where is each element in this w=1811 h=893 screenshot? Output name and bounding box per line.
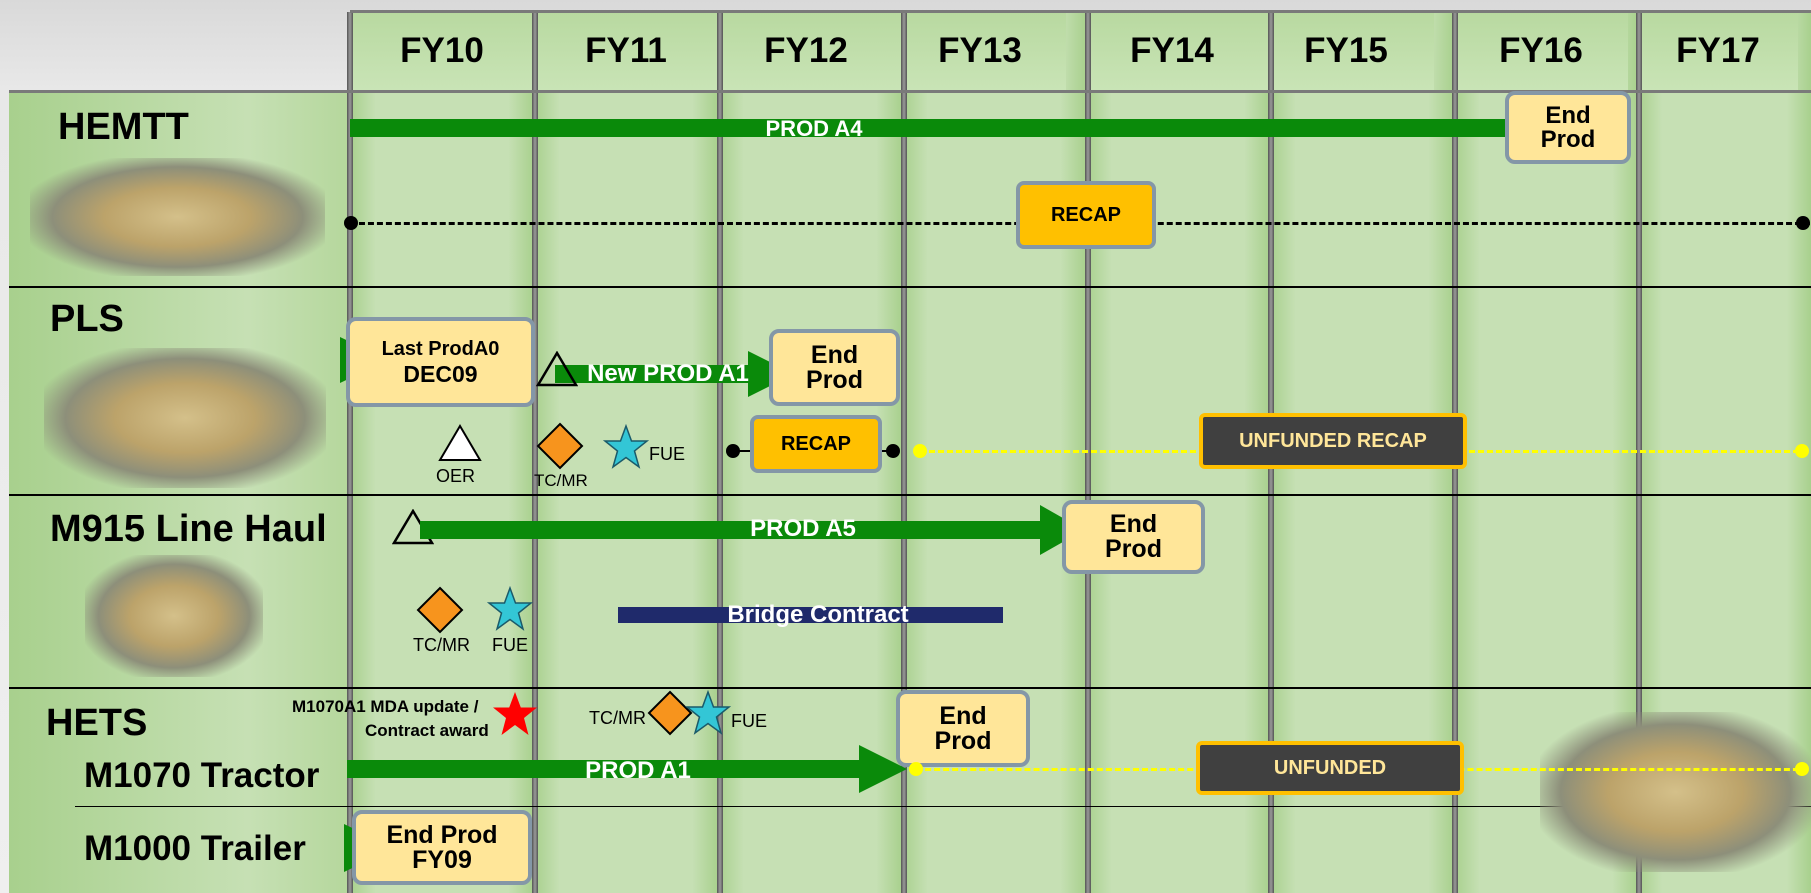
pls-new-prod-bar [555,365,750,383]
fue-star-icon [486,586,534,631]
tcmr-diamond-icon [416,586,464,634]
last-box-line: Last ProdA0 [381,337,500,360]
hets-unfunded-box: UNFUNDED [1196,741,1464,795]
hets-prod-label: PROD A1 [585,757,691,784]
fue-star-icon [684,690,732,735]
hets-vehicle-image [1540,712,1811,872]
year-header: FY12 [718,12,894,90]
mda-award-star-icon [493,692,537,735]
end-box-line: Prod [1105,535,1162,563]
last-box-line: DEC09 [403,360,478,387]
row-separator [9,286,1811,288]
pls-vehicle-image [44,348,326,488]
year-header: FY11 [534,12,718,90]
hets-tcmr-label: TC/MR [589,708,646,728]
grid-line [347,12,353,893]
oer-triangle-icon [438,424,482,461]
grid-line [901,12,907,893]
hets-label: HETS [46,702,148,744]
year-header: FY10 [350,12,534,90]
hets-unfunded-end-dot [1795,762,1809,776]
pls-last-prod-box: Last ProdA0 DEC09 [346,317,535,407]
end-box-line: End [810,340,859,369]
grid-line [717,12,723,893]
row-separator [9,494,1811,496]
m915-tcmr-label: TC/MR [413,635,470,655]
end-box-line: End [1545,101,1591,129]
m915-fue-label: FUE [492,635,528,655]
pls-fue-label: FUE [649,444,685,464]
year-header: FY15 [1258,12,1434,90]
end-box-line: Prod [806,365,863,394]
tcmr-diamond-icon [647,690,693,736]
end-box-line: Prod [934,726,992,755]
milestone-triangle-icon [536,351,578,387]
m915-bridge-contract-bar [618,607,1003,623]
hets-mda-label-line1: M1070A1 MDA update / [292,697,479,716]
pls-unfunded-recap-box: UNFUNDED RECAP [1199,413,1467,469]
pls-oer-label: OER [436,466,476,486]
hemtt-end-prod-box: End Prod [1505,91,1631,164]
hets-production-arrowhead [859,745,907,793]
m915-label: M915 Line Haul [50,508,327,550]
year-header: FY14 [1086,12,1258,90]
pls-tcmr-label: TC/MR [534,471,588,490]
end-box-line: End Prod [386,820,498,849]
pls-end-prod-box: End Prod [769,329,900,406]
hets-mda-label-line2: Contract award [365,721,489,740]
hemtt-label: HEMTT [58,106,189,148]
m915-production-bar [420,521,1045,539]
year-header: FY16 [1454,12,1628,90]
pls-label: PLS [50,298,124,340]
row-separator [9,687,1811,689]
hemtt-recap-end-dot [1796,216,1810,230]
pls-unfunded-start-dot [913,444,927,458]
row-separator [75,806,1811,807]
end-box-line: Prod [1540,125,1596,153]
tcmr-diamond-icon [536,422,584,470]
pls-unfunded-end-dot [1795,444,1809,458]
year-header: FY17 [1638,12,1798,90]
hets-trailer-label: M1000 Trailer [84,829,306,868]
hets-tractor-label: M1070 Tractor [84,756,320,795]
end-box-line: End [939,701,987,730]
year-header: FY13 [894,12,1066,90]
pls-new-prod-label: New PROD A1 [587,360,749,387]
pls-recap-start-dot [726,444,740,458]
grid-line [532,12,538,893]
m915-prod-label: PROD A5 [750,515,856,542]
hets-trailer-end-prod-box: End Prod FY09 [352,810,532,885]
column-fy10 [350,12,534,893]
end-box-line: End [1109,510,1158,538]
hemtt-production-bar [350,119,1515,137]
end-box-line: FY09 [412,845,472,874]
hets-fue-label: FUE [731,711,767,731]
pls-recap-box: RECAP [750,415,882,473]
header-top-border [350,10,1811,13]
pls-recap-end-dot [886,444,900,458]
m915-end-prod-box: End Prod [1062,500,1205,574]
m915-bridge-label: Bridge Contract [727,601,909,628]
hets-production-bar [347,760,862,778]
hemtt-vehicle-image [30,158,325,276]
hemtt-prod-label: PROD A4 [765,116,863,141]
hemtt-recap-start-dot [344,216,358,230]
m915-vehicle-image [85,555,263,677]
fue-star-icon [602,424,650,469]
hets-end-prod-box: End Prod [896,690,1030,767]
header-border [9,90,1811,93]
hets-unfunded-start-dot [909,762,923,776]
hemtt-recap-box: RECAP [1016,181,1156,249]
